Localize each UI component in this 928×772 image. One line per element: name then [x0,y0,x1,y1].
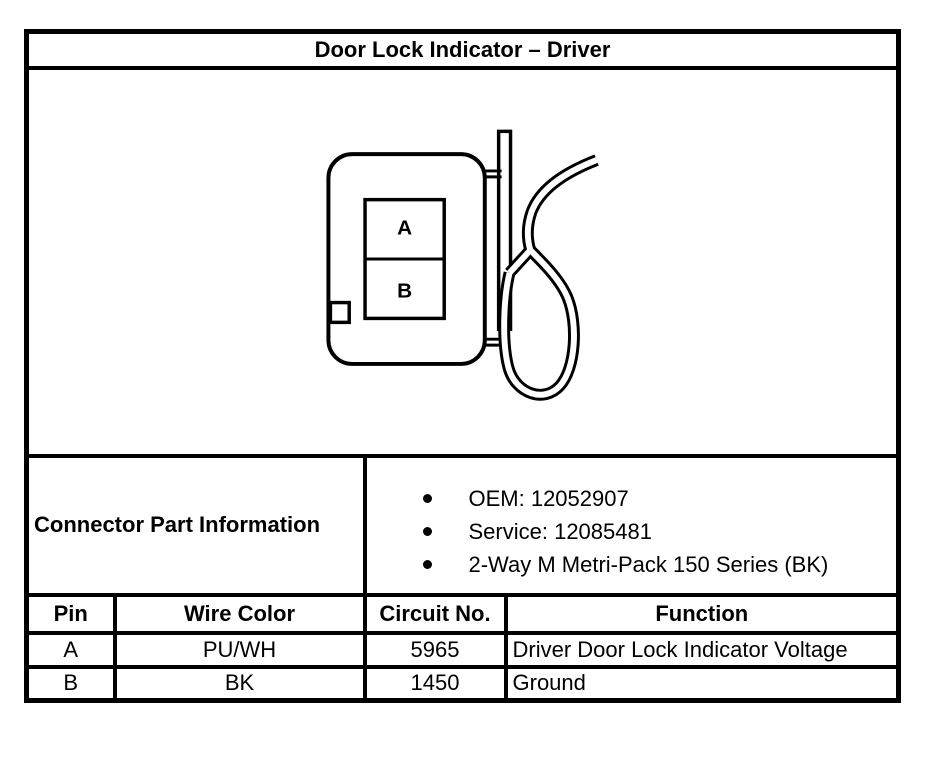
bullet-icon [422,560,432,569]
series-description-text: 2-Way M Metri-Pack 150 Series (BK) [468,551,829,577]
circuit-no-cell: 1450 [362,664,508,703]
bullet-icon [422,494,432,503]
header-pin: Pin [24,592,117,635]
table-row: A PU/WH 5965 Driver Door Lock Indicator … [24,630,901,669]
list-item: Service: 12085481 [369,515,895,548]
wire-color-cell: BK [112,664,367,703]
pin-a-label: A [397,216,412,239]
table-header-row: Pin Wire Color Circuit No. Function [24,592,901,635]
header-wire-color: Wire Color [112,592,367,635]
header-circuit-no: Circuit No. [362,592,508,635]
header-function: Function [503,592,901,635]
pin-b-label: B [397,279,412,302]
pin-cell: B [24,664,117,703]
wire-color-cell: PU/WH [112,630,367,669]
pin-cell: A [24,630,117,669]
connector-diagram-cell: A B [24,65,901,458]
connector-part-info-cell: OEM: 12052907 Service: 12085481 2-Way M … [362,453,901,597]
drawing-row: A B [24,65,901,458]
connector-document-table: Door Lock Indicator – Driver A [24,29,902,703]
oem-number-text: OEM: 12052907 [468,485,629,511]
function-cell: Driver Door Lock Indicator Voltage [503,630,901,669]
title-row: Door Lock Indicator – Driver [24,29,901,70]
connector-drawing: A B [326,129,599,401]
list-item: 2-Way M Metri-Pack 150 Series (BK) [369,548,895,581]
function-cell: Ground [503,664,901,703]
page-title: Door Lock Indicator – Driver [24,29,901,70]
bullet-icon [422,527,432,536]
service-number-text: Service: 12085481 [468,518,652,544]
table-row: B BK 1450 Ground [24,664,901,703]
wire-clip [498,154,599,401]
connector-part-information-label: Connector Part Information [24,453,367,597]
list-item: OEM: 12052907 [369,482,895,515]
connector-part-info-list: OEM: 12052907 Service: 12085481 2-Way M … [369,469,895,581]
circuit-no-cell: 5965 [362,630,508,669]
connector-part-info-row: Connector Part Information OEM: 12052907… [24,453,901,597]
lock-tab [328,300,351,324]
